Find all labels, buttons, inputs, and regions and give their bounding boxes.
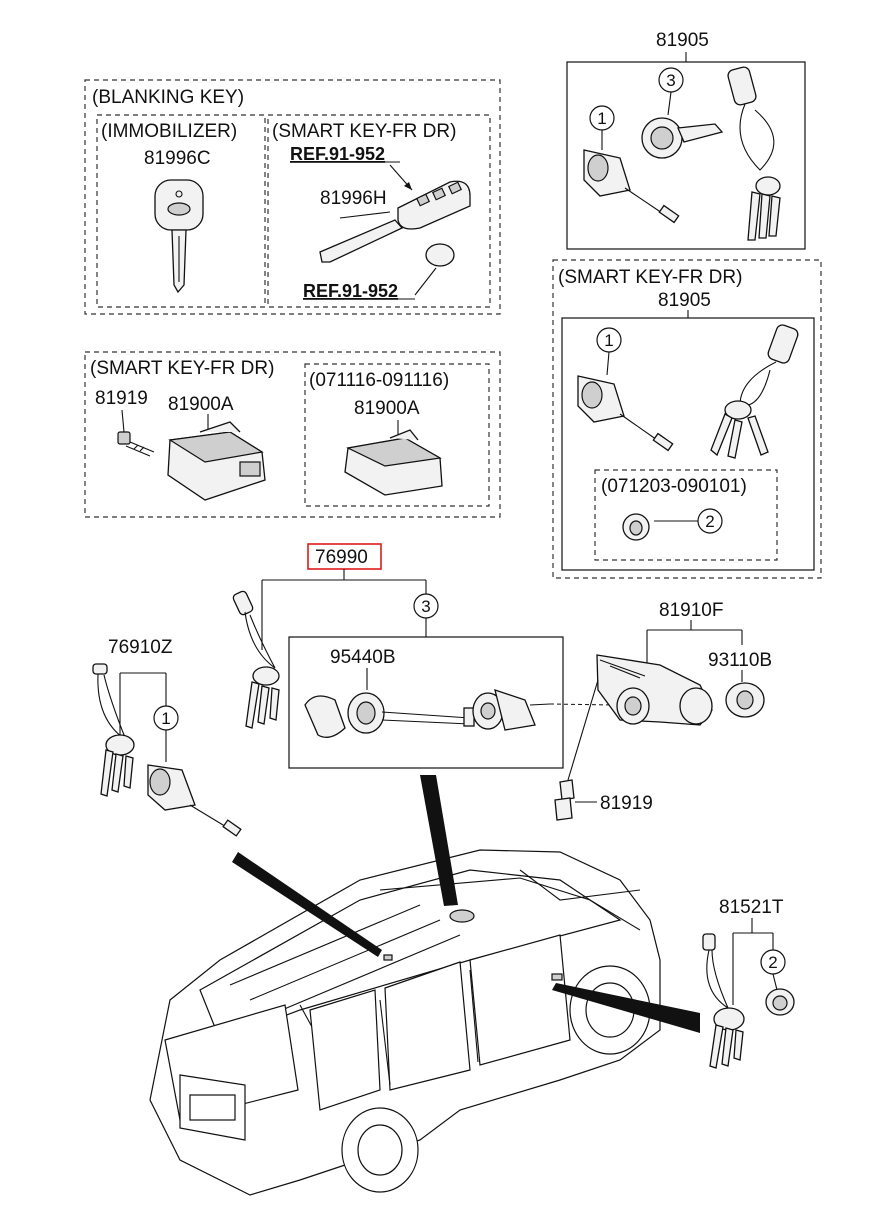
part-81996H: 81996H <box>320 188 387 209</box>
part-95440B: 95440B <box>330 647 396 668</box>
key-set-icon-top <box>727 66 781 241</box>
key-set-icon-smart <box>710 324 799 459</box>
callout-3-mid: 3 <box>421 597 430 616</box>
blanking-key-group <box>84 79 501 315</box>
part-93110B: 93110B <box>708 650 772 671</box>
date-range-group-2 <box>594 469 778 561</box>
smart-key-unit-icon-1 <box>167 421 266 501</box>
smart-key-group-3 <box>552 259 822 579</box>
screw-icon <box>117 431 155 457</box>
callout-2-smart: 2 <box>705 512 714 531</box>
steering-lock-body-icon <box>567 654 713 781</box>
part-81900A-2: 81900A <box>354 398 420 419</box>
part-81996C: 81996C <box>144 148 211 169</box>
bolt-icon-81919 <box>554 779 575 821</box>
cap-icon-81521T <box>765 988 795 1016</box>
part-76910Z: 76910Z <box>108 637 173 658</box>
part-81919-top: 81919 <box>95 388 148 409</box>
callout-1-left: 1 <box>161 709 170 728</box>
ignition-lock-housing-icon <box>472 689 551 731</box>
bezel-ring-icon <box>304 695 346 738</box>
pointer-arrows <box>232 775 700 1033</box>
door-lock-cylinder-smart-icon <box>577 375 674 452</box>
part-81910F: 81910F <box>659 600 723 621</box>
smart-key-fob-icon <box>397 180 471 230</box>
ignition-key-cylinder-icon <box>347 692 475 734</box>
callout-1-top: 1 <box>597 109 606 128</box>
smart-key-label-2: (SMART KEY-FR DR) <box>90 358 274 379</box>
box-95440B <box>288 636 564 769</box>
immobilizer-label: (IMMOBILIZER) <box>101 121 237 142</box>
ref-91-952-bottom: REF.91-952 <box>303 281 398 301</box>
callout-3-top: 3 <box>666 71 675 90</box>
battery-icon <box>425 243 455 267</box>
part-76990: 76990 <box>315 547 368 568</box>
part-81905-smart: 81905 <box>658 290 711 311</box>
key-set-icon-81521T <box>702 933 745 1069</box>
switch-icon-93110B <box>725 682 765 718</box>
smart-key-label-1: (SMART KEY-FR DR) <box>272 121 456 142</box>
box-81905-smart <box>561 317 815 571</box>
door-lock-cylinder-icon <box>583 149 680 224</box>
cap-icon-smart <box>622 513 650 541</box>
date-range-group-1 <box>304 363 490 507</box>
ignition-cylinder-icon <box>641 117 724 159</box>
immobilizer-key-icon <box>154 179 204 294</box>
smart-key-label-3: (SMART KEY-FR DR) <box>558 267 742 288</box>
callout-1-smart: 1 <box>604 331 613 350</box>
emergency-key-blade-icon <box>319 219 404 263</box>
smart-key-unit-icon-2 <box>344 429 443 496</box>
blanking-key-label: (BLANKING KEY) <box>92 87 244 108</box>
door-lock-cylinder-76910Z-icon <box>147 764 242 837</box>
callout-2-right: 2 <box>768 953 777 972</box>
part-81521T: 81521T <box>719 897 784 918</box>
vehicle-illustration <box>149 849 661 1196</box>
smart-key-group-2 <box>84 351 501 518</box>
smart-key-group-1 <box>267 114 491 308</box>
box-81905-top <box>566 61 806 250</box>
part-81919-mid: 81919 <box>600 793 653 814</box>
part-81900A-1: 81900A <box>168 394 234 415</box>
date-range-label-1: (071116-091116) <box>309 370 449 391</box>
date-range-label-2: (071203-090101) <box>601 476 747 497</box>
immobilizer-group <box>96 114 266 308</box>
part-81905-top: 81905 <box>656 30 709 51</box>
ref-91-952-top: REF.91-952 <box>290 144 385 164</box>
key-set-icon-76910Z <box>92 663 135 797</box>
key-set-icon-76990 <box>232 590 280 729</box>
